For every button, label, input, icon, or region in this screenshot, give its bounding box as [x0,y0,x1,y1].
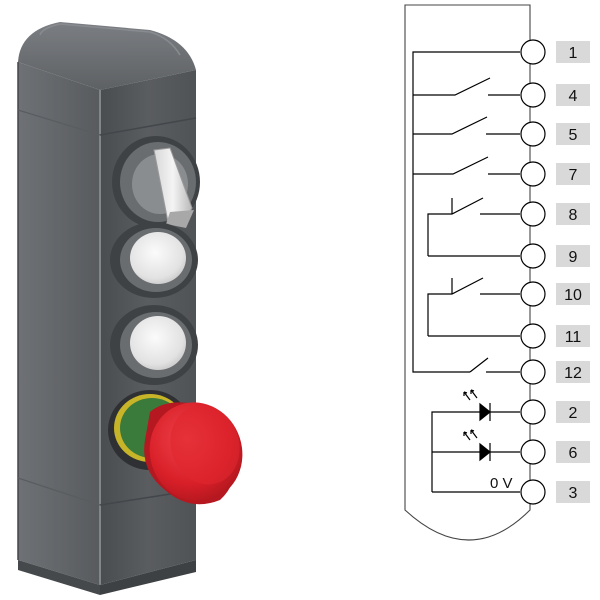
white-push-button-upper [110,222,198,298]
diagram-outline [404,4,531,541]
terminal-12: 12 [520,359,590,385]
contact-12 [469,357,520,373]
terminal-4: 4 [520,82,590,108]
terminal-6: 6 [520,439,590,465]
selector-switch [112,136,200,228]
terminal-circle [520,161,546,187]
terminal-number: 11 [565,329,582,346]
terminal-circle [520,323,546,349]
terminal-circle [520,243,546,269]
terminal-number: 3 [569,485,578,502]
terminal-circle [520,359,546,385]
contact-10-11 [427,277,520,337]
terminal-5: 5 [520,121,590,147]
terminal-label-box [556,283,590,305]
housing-top [18,22,196,90]
terminal-number: 1 [569,45,578,62]
terminal-label-box [556,123,590,145]
terminal-circle [520,479,546,505]
terminal-number: 4 [569,88,578,105]
control-station-illustration [17,22,243,595]
terminal-number: 2 [569,405,578,422]
contact-4 [413,77,520,96]
contact-8-9 [427,197,520,257]
terminal-number: 10 [564,287,582,304]
terminal-number: 9 [569,249,578,266]
terminal-label-box [556,41,590,63]
terminal-3: 3 [520,479,590,505]
terminal-11: 11 [520,323,590,349]
ground-label: 0 V [490,475,513,492]
terminal-label-box [556,245,590,267]
terminal-circle [520,399,546,425]
terminal-7: 7 [520,161,590,187]
terminal-label-box [556,203,590,225]
terminal-label-box [556,361,590,383]
terminal-number: 6 [569,445,578,462]
housing-side-face [18,62,100,585]
terminal-10: 10 [520,281,590,307]
terminal-circle [520,121,546,147]
terminal-label-box [556,481,590,503]
led-6 [432,429,520,462]
led-2 [431,389,520,492]
terminal-label-box [556,163,590,185]
terminal-number: 8 [569,207,578,224]
emergency-stop-button [108,390,243,505]
white-push-button-lower [110,305,198,385]
terminal-circle [520,201,546,227]
terminal-number: 5 [569,127,578,144]
terminal-9: 9 [520,243,590,269]
contact-5 [413,116,520,135]
terminal-block: 1 4 5 7 8 9 10 11 12 2 6 3 [520,39,590,505]
common-rail [412,51,520,373]
terminal-1: 1 [520,39,590,65]
terminal-8: 8 [520,201,590,227]
terminal-circle [520,39,546,65]
terminal-number: 7 [569,167,578,184]
contact-7 [413,156,520,175]
terminal-label-box [556,325,590,347]
terminal-number: 12 [564,365,582,382]
terminal-circle [520,439,546,465]
terminal-circle [520,281,546,307]
wiring-diagram [404,4,531,541]
terminal-label-box [556,401,590,423]
terminal-2: 2 [520,399,590,425]
terminal-label-box [556,441,590,463]
terminal-label-box [556,84,590,106]
terminal-circle [520,82,546,108]
